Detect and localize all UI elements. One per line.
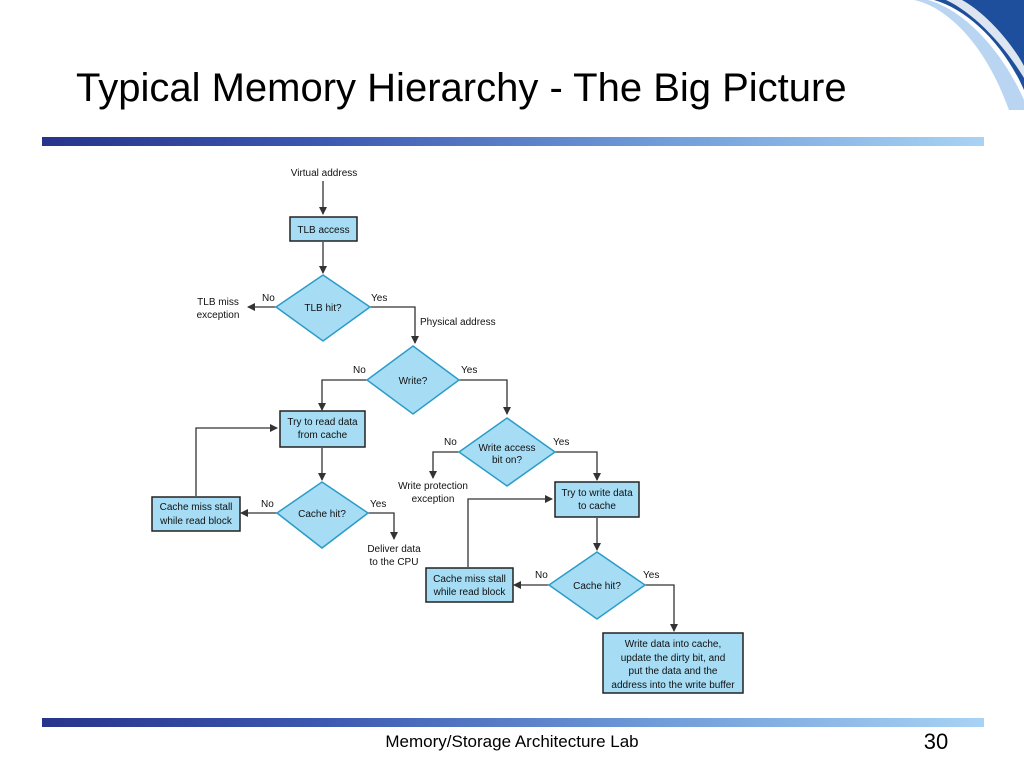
svg-text:from cache: from cache <box>298 430 348 441</box>
svg-text:put the data and the: put the data and the <box>629 666 718 677</box>
svg-text:TLB miss: TLB miss <box>197 297 239 308</box>
tlb-hit-yes-label: Yes <box>371 293 387 304</box>
tlb-hit-no-label: No <box>262 293 275 304</box>
write-cache-yes-label: Yes <box>643 570 659 581</box>
write-protection-exception-label: Write protection exception <box>398 481 468 505</box>
svg-text:Deliver data: Deliver data <box>367 544 421 555</box>
read-cache-hit-decision: Cache hit? <box>275 481 370 549</box>
svg-text:to cache: to cache <box>578 501 616 512</box>
footer-divider <box>42 718 984 727</box>
flow-edges <box>195 181 678 632</box>
svg-text:exception: exception <box>197 310 240 321</box>
svg-text:TLB access: TLB access <box>297 225 349 236</box>
read-from-cache-box: Try to read data from cache <box>279 410 366 448</box>
svg-text:address into the write buffer: address into the write buffer <box>611 680 735 691</box>
svg-text:update the dirty bit, and: update the dirty bit, and <box>621 653 726 664</box>
read-cache-yes-label: Yes <box>370 499 386 510</box>
svg-text:while read block: while read block <box>433 587 507 598</box>
write-access-no-label: No <box>444 437 457 448</box>
write-access-decision: Write access bit on? <box>457 417 557 487</box>
corner-swoosh-decoration <box>914 0 1024 110</box>
svg-text:TLB hit?: TLB hit? <box>304 303 342 314</box>
write-access-yes-label: Yes <box>553 437 569 448</box>
deliver-cpu-label: Deliver data to the CPU <box>367 544 421 568</box>
write-yes-label: Yes <box>461 365 477 376</box>
read-miss-stall-box: Cache miss stall while read block <box>151 496 241 532</box>
physical-address-label: Physical address <box>420 317 496 328</box>
svg-text:Try to read data: Try to read data <box>287 417 358 428</box>
svg-text:Write access: Write access <box>478 443 535 454</box>
write-to-cache-box: Try to write data to cache <box>554 481 640 518</box>
svg-text:bit on?: bit on? <box>492 455 522 466</box>
title-divider <box>42 137 984 146</box>
svg-text:Cache hit?: Cache hit? <box>298 509 346 520</box>
svg-text:Cache miss stall: Cache miss stall <box>433 574 506 585</box>
svg-text:Write protection: Write protection <box>398 481 468 492</box>
svg-text:exception: exception <box>412 494 455 505</box>
svg-text:Cache miss stall: Cache miss stall <box>160 502 233 513</box>
write-decision: Write? <box>365 345 461 415</box>
write-no-label: No <box>353 365 366 376</box>
read-cache-no-label: No <box>261 499 274 510</box>
svg-text:Try to write data: Try to write data <box>561 488 633 499</box>
write-miss-stall-box: Cache miss stall while read block <box>425 567 514 603</box>
svg-text:Cache hit?: Cache hit? <box>573 581 621 592</box>
svg-text:to the CPU: to the CPU <box>370 557 419 568</box>
svg-text:Write data into cache,: Write data into cache, <box>625 639 722 650</box>
write-data-cache-box: Write data into cache, update the dirty … <box>602 632 744 694</box>
footer-text: Memory/Storage Architecture Lab <box>385 732 639 751</box>
slide-title: Typical Memory Hierarchy - The Big Pictu… <box>76 66 847 110</box>
tlb-access-box: TLB access <box>289 216 358 242</box>
svg-text:while read block: while read block <box>159 516 233 527</box>
tlb-hit-decision: TLB hit? <box>274 274 372 342</box>
write-cache-hit-decision: Cache hit? <box>547 551 647 620</box>
tlb-miss-exception-label: TLB miss exception <box>197 297 240 321</box>
svg-text:Write?: Write? <box>399 376 428 387</box>
write-cache-no-label: No <box>535 570 548 581</box>
virtual-address-label: Virtual address <box>291 168 358 179</box>
page-number: 30 <box>923 729 949 754</box>
